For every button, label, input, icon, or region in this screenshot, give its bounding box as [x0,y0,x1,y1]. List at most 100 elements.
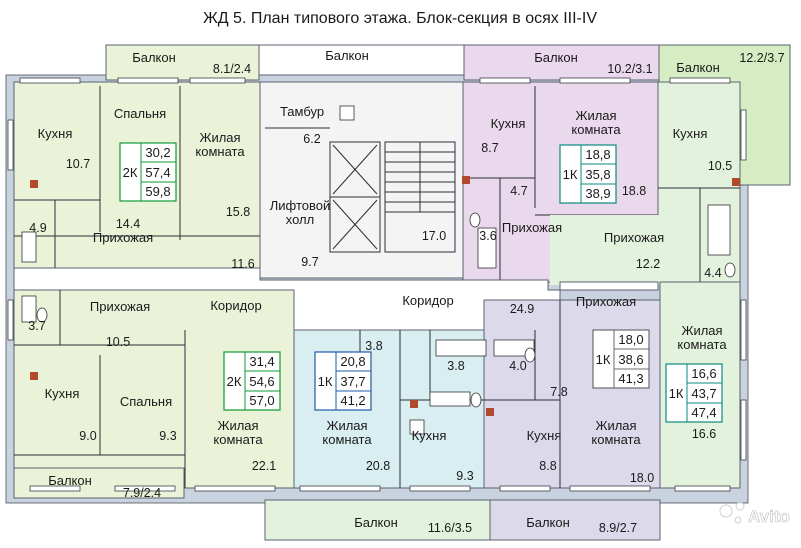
bedroom-area: 9.3 [159,429,176,443]
living-area: 18.0 [630,471,654,485]
hall-label: Прихожая [502,220,562,235]
kitchen-label: Кухня [491,116,526,131]
watermark-text: Avito [748,507,790,526]
unit-living-area: 18,0 [618,332,643,347]
kitchen-area: 9.0 [79,429,96,443]
hall-area: 11.6 [231,257,254,271]
balcony-label: Балкон [132,50,176,65]
kitchen-label: Кухня [45,386,80,401]
unit-total-with-balcony: 41,3 [618,371,643,386]
unit-living-area: 20,8 [340,354,365,369]
unit-type: 2К [227,374,242,389]
kitchen-area: 8.7 [481,141,498,155]
unit-total-area: 54,6 [249,374,274,389]
balcony-area: 8.9/2.7 [599,521,637,535]
hall-area: 12.2 [636,257,660,271]
unit-box-1k-mid: 1К 20,8 37,7 41,2 [314,351,372,411]
bedroom-label: Спальня [120,394,172,409]
corridor-area: 24.9 [510,302,534,316]
balcony-label: Балкон [534,50,578,65]
vent-symbol [339,105,355,121]
unit-living-area: 18,8 [585,147,610,162]
apartment-1k-right [483,299,661,489]
unit-type: 1К [669,386,684,401]
bedroom-area: 14.4 [116,217,140,231]
hall-label: Прихожая [93,230,153,245]
unit-total-area: 35,8 [585,167,610,182]
hall-top-right [550,215,660,285]
balcony-area: 8.1/2.4 [213,62,251,76]
unit-box-2k-bottom: 2К 31,4 54,6 57,0 [223,351,281,411]
kitchen-label: Кухня [412,428,447,443]
hall-label: Прихожая [576,294,636,309]
unit-total-area: 37,7 [340,374,365,389]
wc-area: 4.7 [510,184,527,198]
unit-total-with-balcony: 59,8 [145,184,170,199]
living-area: 18.8 [622,184,646,198]
bath-area: 4.4 [704,266,721,280]
balcony-area: 11.6/3.5 [428,521,472,535]
kitchen-label: Кухня [38,126,73,141]
balcony-top-center [258,44,465,76]
unit-total-with-balcony: 47,4 [691,405,716,420]
balcony-top-left [105,44,260,81]
vestibule-area: 6.2 [303,132,320,146]
balcony-label: Балкон [48,473,92,488]
corridor-label: Коридор [402,293,453,308]
balcony-area: 12.2/3.7 [739,51,784,65]
balcony-label: Балкон [325,48,369,63]
bath-area: 3.7 [28,319,45,333]
unit-box-1k-right: 1К 18,0 38,6 41,3 [592,329,650,389]
balcony-bottom-left [13,467,185,499]
balcony-area: 7.9/2.4 [123,486,161,500]
unit-living-area: 16,6 [691,366,716,381]
unit-living-area: 31,4 [249,354,274,369]
living-area: 22.1 [252,459,276,473]
unit-type: 1К [563,167,578,182]
balcony-label: Балкон [526,515,570,530]
unit-total-with-balcony: 38,9 [585,186,610,201]
unit-type: 1К [318,374,333,389]
unit-box-2k-top: 2К 30,2 57,4 59,8 [119,142,177,202]
unit-total-area: 38,6 [618,352,643,367]
bath-area: 3.8 [447,359,464,373]
balcony-bottom-right [489,499,661,541]
watermark: Avito [719,501,790,526]
unit-type: 2К [123,165,138,180]
balcony-bottom-mid [264,499,491,541]
plan-title: ЖД 5. План типового этажа. Блок-секция в… [203,10,597,27]
bedroom-label: Спальня [114,106,166,121]
unit-total-area: 43,7 [691,386,716,401]
bath-area: 3.6 [479,229,496,243]
vestibule-label: Тамбур [280,104,324,119]
bath-area: 4.9 [29,221,46,235]
stove-markers [30,176,740,416]
unit-box-1k-far: 1К 16,6 43,7 47,4 [665,363,723,423]
living-area: 16.6 [692,427,716,441]
kitchen-label: Кухня [673,126,708,141]
balcony-area: 10.2/3.1 [607,62,652,76]
windows [7,77,747,492]
living-area: 15.8 [226,205,250,219]
balcony-label: Балкон [676,60,720,75]
kitchen-area: 10.5 [708,159,732,173]
living-area: 20.8 [366,459,390,473]
bath-area: 4.0 [509,359,526,373]
sanitary-fixtures [21,204,736,435]
room-labels: Балкон 8.1/2.4 Балкон Балкон 10.2/3.1 Ба… [28,48,784,535]
stairs-area: 17.0 [422,229,446,243]
unit-total-with-balcony: 41,2 [340,393,365,408]
unit-type: 1К [596,352,611,367]
hall-area: 10.5 [106,335,130,349]
unit-living-area: 30,2 [145,145,170,160]
hall-area: 7.8 [550,385,567,399]
hall-label: Прихожая [90,299,150,314]
balcony-label: Балкон [354,515,398,530]
